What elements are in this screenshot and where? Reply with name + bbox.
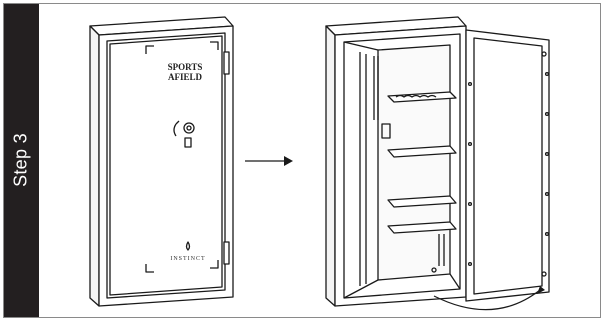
open-safe [326,17,549,306]
arrow-right-icon [245,156,293,166]
brand-line2: AFIELD [168,72,203,82]
instruction-panel: Step 3 [3,3,601,318]
brand-line1: SPORTS [168,62,203,72]
closed-safe [90,17,233,306]
illustration: SPORTS AFIELD INSTINCT [4,4,602,319]
model-name: INSTINCT [170,256,205,262]
